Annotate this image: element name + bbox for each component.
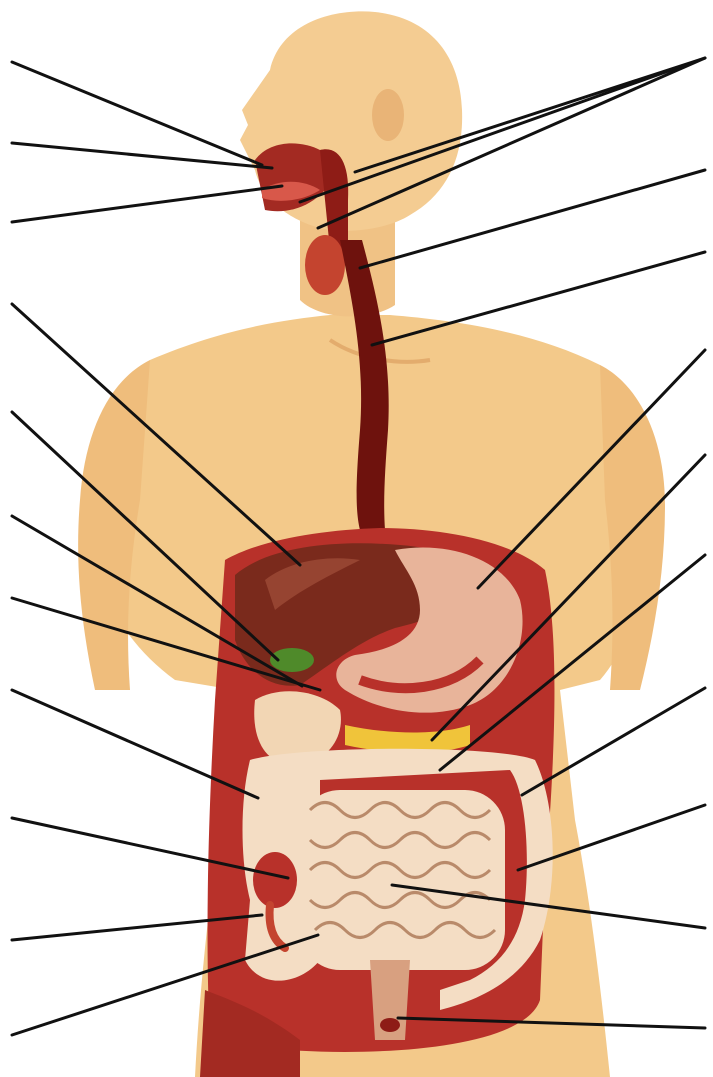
leader-left-03 <box>12 186 282 222</box>
leader-left-02 <box>12 143 272 168</box>
cecum <box>253 852 297 908</box>
salivary-gland <box>305 235 345 295</box>
ear <box>372 89 404 141</box>
small-intestine <box>300 790 505 970</box>
anus <box>380 1018 400 1032</box>
leader-right-03 <box>372 252 705 345</box>
leader-left-01 <box>12 62 262 165</box>
